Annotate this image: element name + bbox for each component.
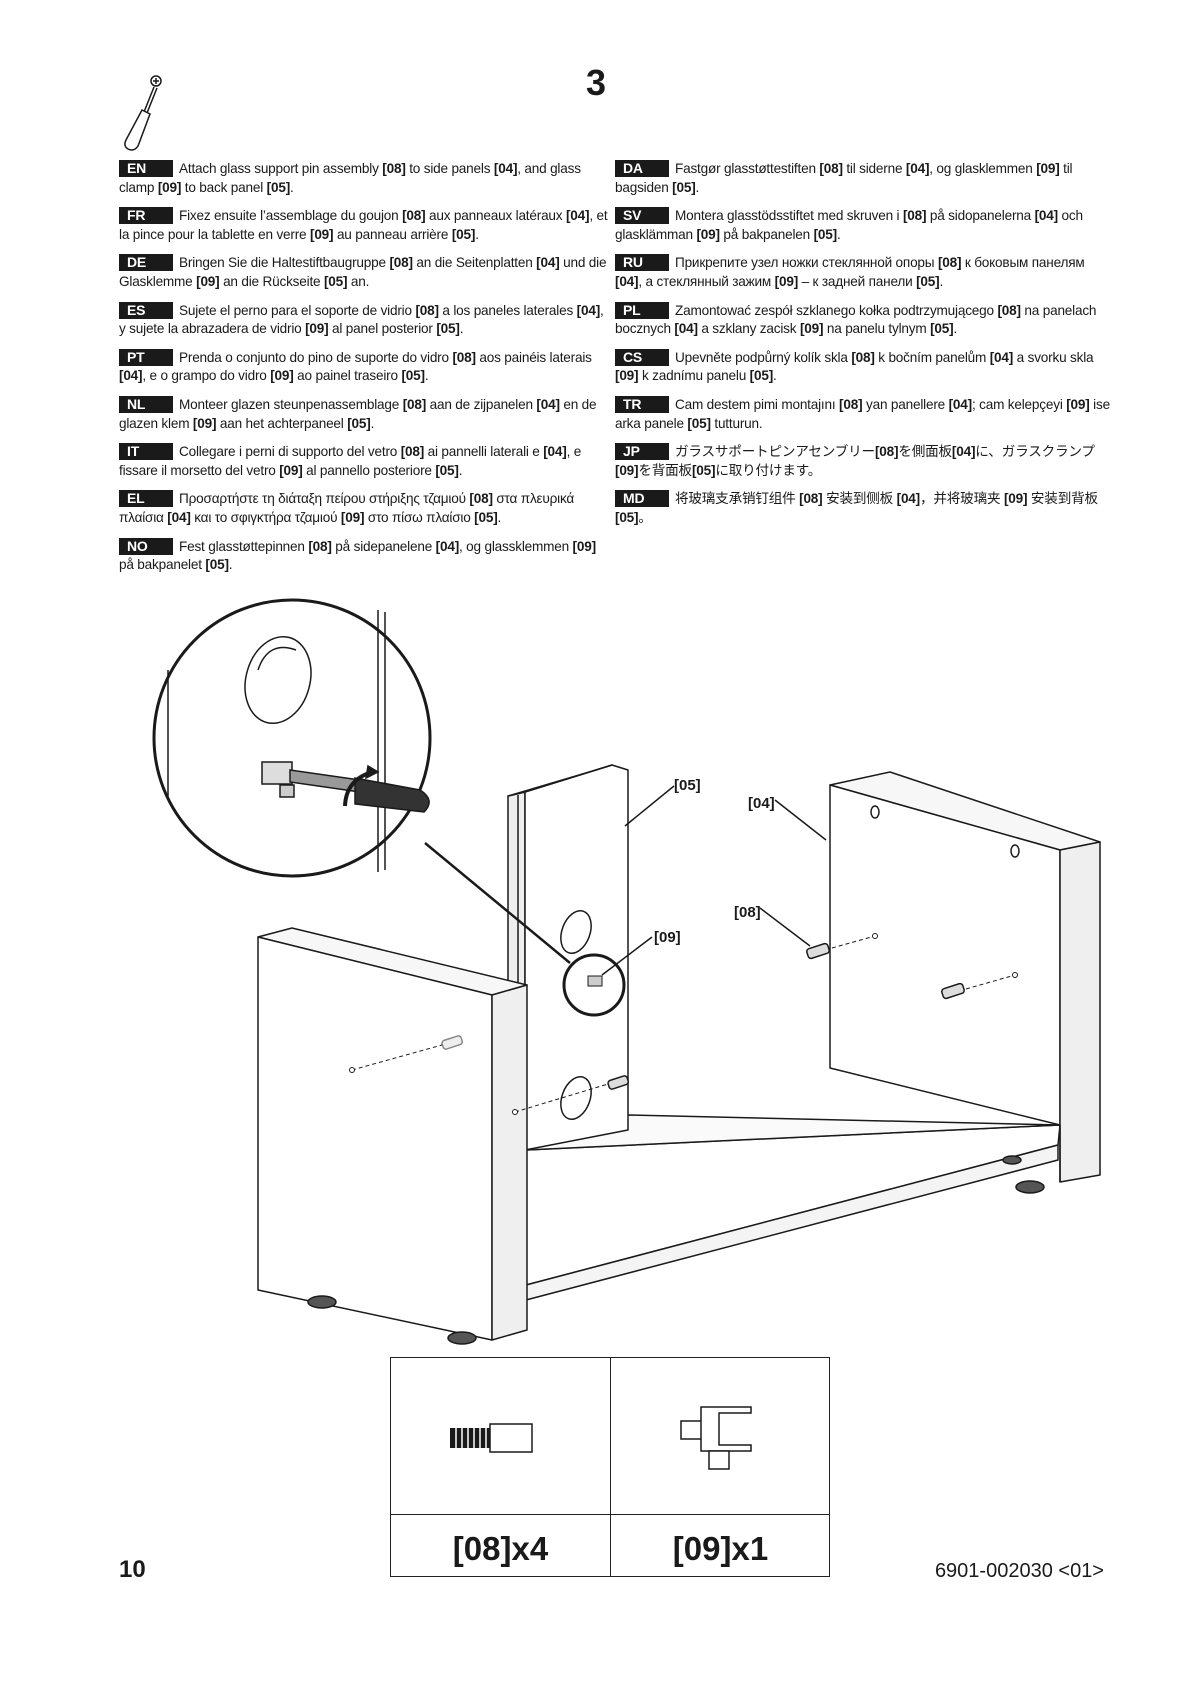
step-number: 3	[585, 62, 607, 103]
language-badge: CS	[615, 348, 669, 366]
language-badge: SV	[615, 207, 669, 225]
parts-table: [08]x4 [09]x1	[390, 1357, 830, 1577]
instruction-text: Attach glass support pin assembly [08] t…	[119, 161, 581, 195]
bottom-panel	[525, 1124, 1061, 1286]
instruction-text: Zamontować zespół szklanego kołka podtrz…	[615, 302, 1097, 337]
language-badge: FR	[119, 207, 173, 225]
callout-clamp: [09]	[654, 929, 681, 946]
glass-support-pin-icon	[450, 1423, 533, 1453]
instruction-text: Upevněte podpůrný kolík skla [08] k bočn…	[615, 349, 1094, 384]
assembly-illustration: [05] [04] [08] [09]	[152, 598, 1101, 1345]
language-badge: EN	[119, 160, 173, 177]
instruction-text: Προσαρτήστε τη διάταξη πείρου στήριξης τ…	[119, 491, 575, 525]
language-badge: EL	[119, 490, 173, 508]
instruction-text: Montera glasstödsstiftet med skruven i […	[615, 208, 1083, 242]
instruction-text: Monteer glazen steunpenassemblage [08] a…	[119, 396, 597, 431]
language-badge: MD	[615, 490, 669, 508]
instruction-text: Bringen Sie die Haltestiftbaugruppe [08]…	[119, 255, 607, 289]
detail-magnifier	[152, 598, 432, 878]
callout-pin: [08]	[734, 904, 761, 921]
instruction-text: Fest glasstøttepinnen [08] på sidepanele…	[119, 538, 596, 573]
part-qty-pin: [08]x4	[452, 1530, 549, 1567]
page-number: 10	[119, 1556, 146, 1583]
phillips-screwdriver-icon	[124, 75, 162, 151]
language-badge: JP	[615, 443, 669, 461]
instruction-text: Prenda o conjunto do pino de suporte do …	[119, 349, 592, 384]
language-badge: RU	[615, 254, 669, 272]
instruction-text: Fixez ensuite l’assemblage du goujon [08…	[119, 208, 608, 242]
language-badge: NL	[119, 395, 173, 413]
document-code: 6901-002030 <01>	[934, 1560, 1104, 1582]
instruction-text: Fastgør glasstøttestiften [08] til sider…	[615, 161, 1073, 195]
language-badge: ES	[119, 301, 173, 319]
language-badge: DA	[615, 160, 669, 177]
language-badge: DE	[119, 254, 173, 272]
instruction-text: Прикрепите узел ножки стеклянной опоры […	[615, 255, 1085, 289]
instruction-text: Collegare i perni di supporto del vetro …	[119, 444, 582, 478]
part-qty-clamp: [09]x1	[672, 1530, 769, 1567]
callout-back-panel: [05]	[674, 777, 701, 794]
instruction-text: Cam destem pimi montajını [08] yan panel…	[615, 396, 1110, 431]
language-badge: NO	[119, 537, 173, 555]
language-badge: IT	[119, 443, 173, 461]
language-badge: PT	[119, 348, 173, 366]
instruction-text: Sujete el perno para el soporte de vidri…	[119, 302, 604, 337]
glass-clamp-icon	[680, 1406, 752, 1470]
instruction-text: ガラスサポートピンアセンブリー[08]を側面板[04]に、ガラスクランプ[09]…	[615, 444, 1095, 478]
callout-side-panel: [04]	[748, 795, 775, 812]
instruction-text: 将玻璃支承销钉组件 [08] 安装到侧板 [04]，并将玻璃夹 [09] 安装到…	[615, 491, 1098, 525]
language-badge: PL	[615, 301, 669, 319]
language-badge: TR	[615, 395, 669, 413]
